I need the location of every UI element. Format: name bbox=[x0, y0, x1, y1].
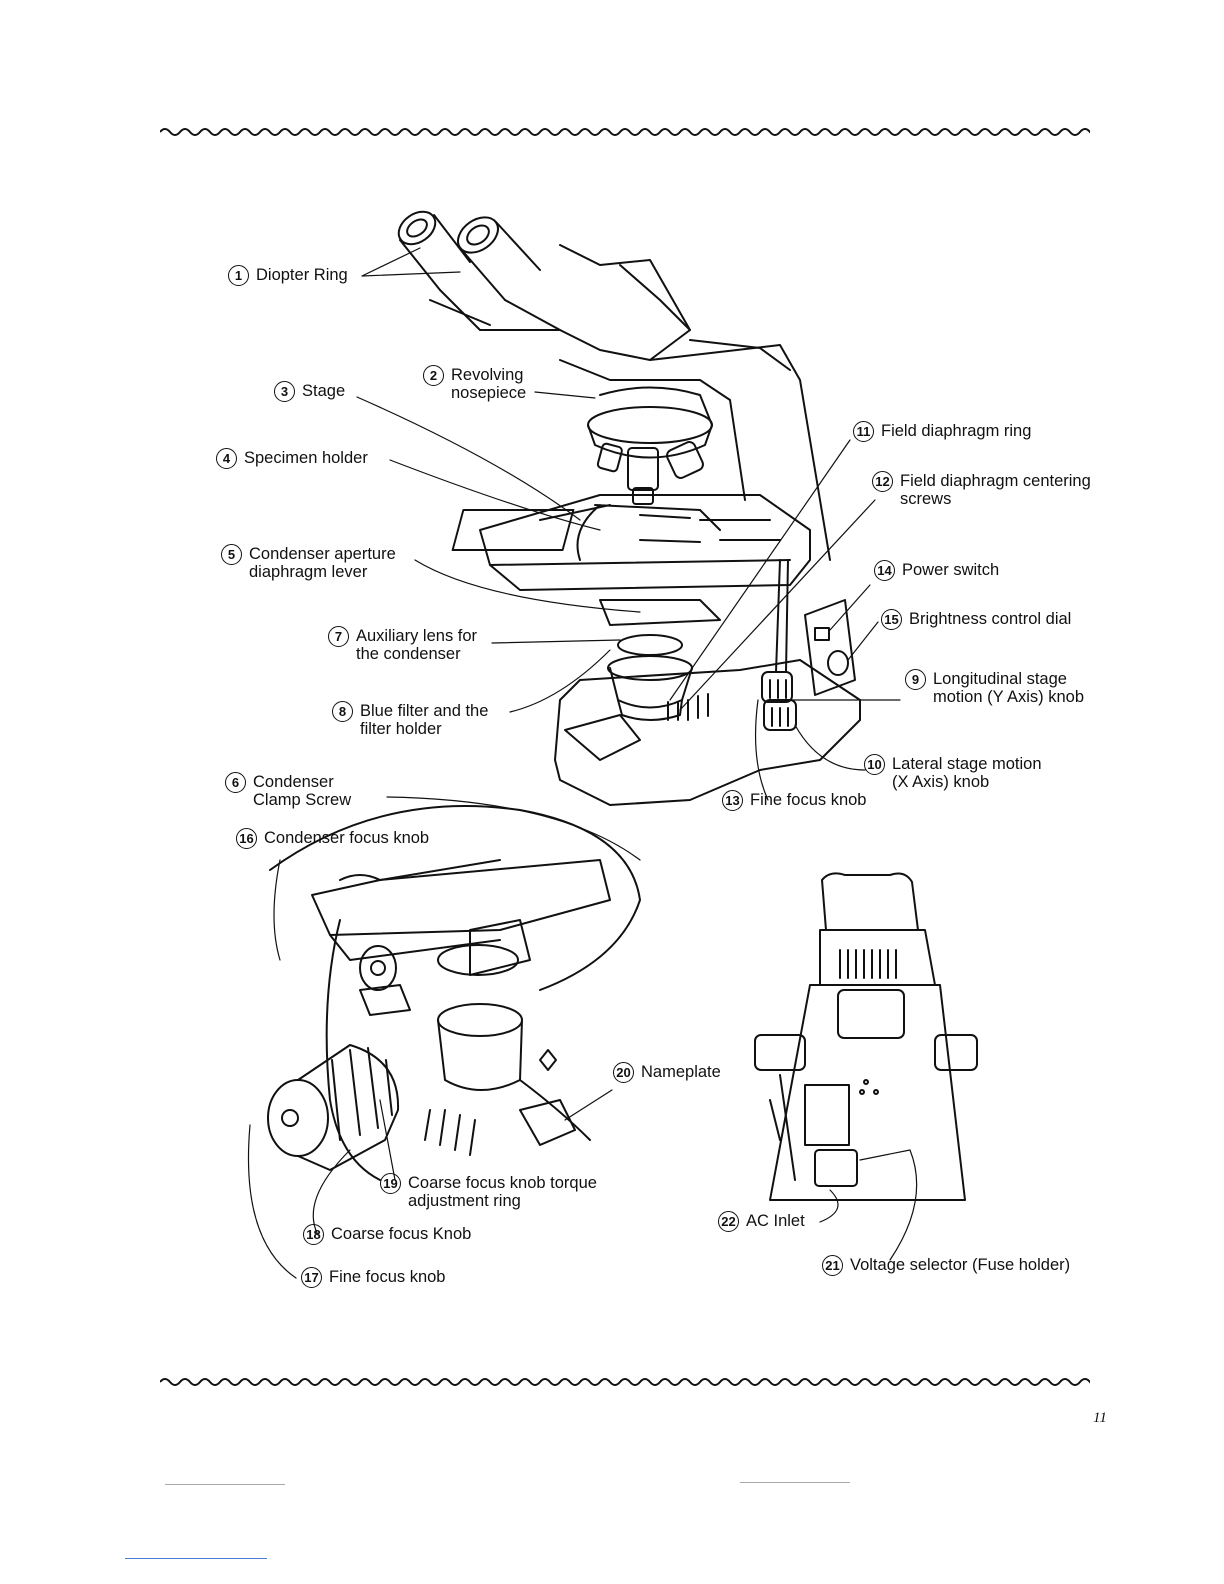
callout-text: adjustment ring bbox=[408, 1192, 521, 1210]
callout-diopter-ring: 1 Diopter Ring bbox=[228, 265, 348, 286]
callout-number: 3 bbox=[274, 381, 295, 402]
callout-fine-focus-knob-main: 13 Fine focus knob bbox=[722, 790, 867, 811]
callout-nameplate: 20 Nameplate bbox=[613, 1062, 721, 1083]
callout-number: 10 bbox=[864, 754, 885, 775]
callout-number: 11 bbox=[853, 421, 874, 442]
callout-brightness-dial: 15 Brightness control dial bbox=[881, 609, 1072, 630]
callout-text: screws bbox=[900, 490, 952, 508]
callout-text: Condenser focus knob bbox=[264, 829, 430, 847]
callout-number: 13 bbox=[722, 790, 743, 811]
callout-number: 20 bbox=[613, 1062, 634, 1083]
callout-text: diaphragm lever bbox=[249, 563, 368, 581]
callout-text: Field diaphragm ring bbox=[881, 422, 1032, 440]
callout-text: AC Inlet bbox=[746, 1212, 805, 1230]
callout-blue-filter: 8 Blue filter and the filter holder bbox=[332, 701, 489, 738]
callout-voltage-selector: 21 Voltage selector (Fuse holder) bbox=[822, 1255, 1071, 1276]
callout-number: 12 bbox=[872, 471, 893, 492]
callout-text: Revolving bbox=[451, 366, 524, 384]
callout-text: Lateral stage motion bbox=[892, 755, 1042, 773]
callout-number: 6 bbox=[225, 772, 246, 793]
callout-number: 2 bbox=[423, 365, 444, 386]
callout-text: Fine focus knob bbox=[329, 1268, 446, 1286]
callout-coarse-focus-knob: 18 Coarse focus Knob bbox=[303, 1224, 472, 1245]
scan-artifact bbox=[125, 1558, 267, 1559]
scan-artifact bbox=[740, 1482, 850, 1483]
callout-text: Coarse focus knob torque bbox=[408, 1174, 597, 1192]
callout-text: motion (Y Axis) knob bbox=[933, 688, 1085, 706]
callout-text: Field diaphragm centering bbox=[900, 472, 1091, 490]
callout-number: 8 bbox=[332, 701, 353, 722]
callout-condenser-aperture-lever: 5 Condenser aperture diaphragm lever bbox=[221, 544, 396, 581]
callout-text: Blue filter and the bbox=[360, 702, 489, 720]
callout-number: 21 bbox=[822, 1255, 843, 1276]
scan-artifact bbox=[165, 1484, 285, 1485]
callout-text: Fine focus knob bbox=[750, 791, 867, 809]
callout-text: Nameplate bbox=[641, 1063, 721, 1081]
callout-ac-inlet: 22 AC Inlet bbox=[718, 1211, 805, 1232]
callout-number: 1 bbox=[228, 265, 249, 286]
callout-number: 16 bbox=[236, 828, 257, 849]
callout-text: nosepiece bbox=[451, 384, 527, 402]
callout-text: Condenser aperture bbox=[249, 545, 396, 563]
rear-view-drawing bbox=[754, 872, 978, 1201]
callout-text: Coarse focus Knob bbox=[331, 1225, 472, 1243]
callout-torque-ring: 19 Coarse focus knob torque adjustment r… bbox=[380, 1173, 597, 1210]
callout-number: 17 bbox=[301, 1267, 322, 1288]
callout-text: filter holder bbox=[360, 720, 442, 738]
callout-number: 18 bbox=[303, 1224, 324, 1245]
callout-condenser-focus-knob: 16 Condenser focus knob bbox=[236, 828, 430, 849]
callout-auxiliary-lens: 7 Auxiliary lens for the condenser bbox=[328, 626, 478, 663]
callout-text: Condenser bbox=[253, 773, 334, 791]
page-number: 11 bbox=[1093, 1410, 1107, 1426]
callout-fine-focus-knob-detail: 17 Fine focus knob bbox=[301, 1267, 446, 1288]
callout-number: 19 bbox=[380, 1173, 401, 1194]
closeup-condenser-drawing bbox=[267, 805, 641, 1181]
top-wavy-border bbox=[160, 128, 1090, 136]
callout-text: Auxiliary lens for bbox=[356, 627, 478, 645]
callout-specimen-holder: 4 Specimen holder bbox=[216, 448, 368, 469]
callout-text: Brightness control dial bbox=[909, 610, 1072, 628]
callout-condenser-clamp-screw: 6 Condenser Clamp Screw bbox=[225, 772, 352, 809]
callout-text: Diopter Ring bbox=[256, 266, 348, 284]
callout-number: 14 bbox=[874, 560, 895, 581]
bottom-wavy-border bbox=[160, 1378, 1090, 1386]
callout-longitudinal-knob: 9 Longitudinal stage motion (Y Axis) kno… bbox=[905, 669, 1085, 706]
callout-number: 7 bbox=[328, 626, 349, 647]
callout-text: (X Axis) knob bbox=[892, 773, 990, 791]
callout-number: 22 bbox=[718, 1211, 739, 1232]
callout-number: 5 bbox=[221, 544, 242, 565]
callout-number: 4 bbox=[216, 448, 237, 469]
callout-power-switch: 14 Power switch bbox=[874, 560, 1000, 581]
callout-field-diaphragm-screws: 12 Field diaphragm centering screws bbox=[872, 471, 1091, 508]
callout-text: Stage bbox=[302, 382, 346, 400]
callout-number: 9 bbox=[905, 669, 926, 690]
callout-stage: 3 Stage bbox=[274, 381, 346, 402]
callout-text: Clamp Screw bbox=[253, 791, 352, 809]
callout-field-diaphragm-ring: 11 Field diaphragm ring bbox=[853, 421, 1032, 442]
main-microscope-drawing bbox=[397, 210, 861, 806]
callout-text: Power switch bbox=[902, 561, 1000, 579]
callout-revolving-nosepiece: 2 Revolving nosepiece bbox=[423, 365, 527, 402]
callout-text: Voltage selector (Fuse holder) bbox=[850, 1256, 1071, 1274]
callout-text: the condenser bbox=[356, 645, 461, 663]
leader-lines bbox=[247, 247, 918, 1279]
callout-lateral-knob: 10 Lateral stage motion (X Axis) knob bbox=[864, 754, 1042, 791]
callout-text: Specimen holder bbox=[244, 449, 368, 467]
callout-text: Longitudinal stage bbox=[933, 670, 1067, 688]
callout-number: 15 bbox=[881, 609, 902, 630]
